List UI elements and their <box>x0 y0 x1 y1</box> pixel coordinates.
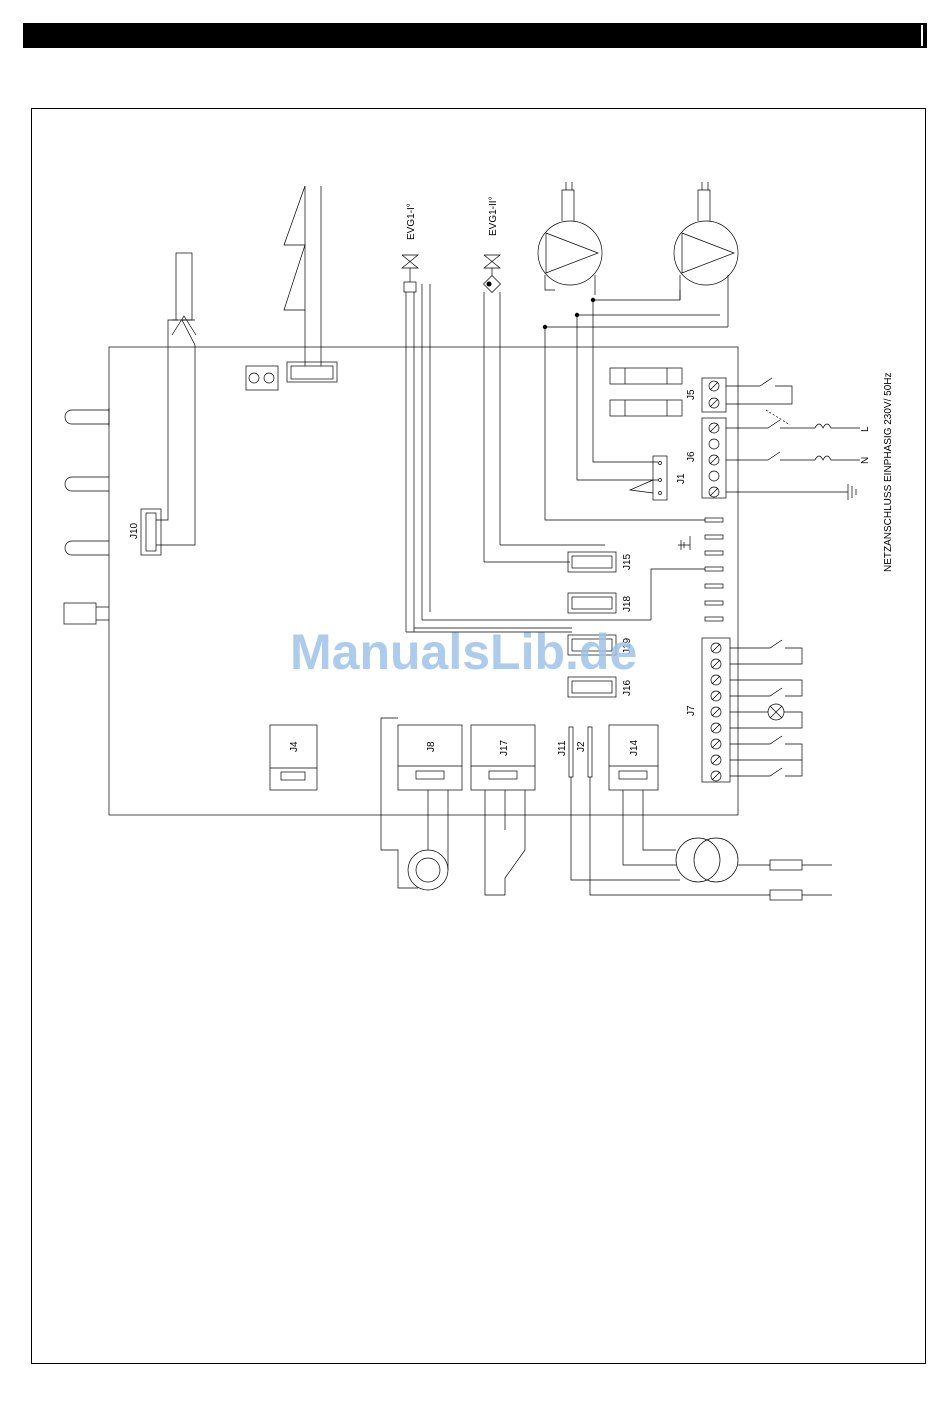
watermark: ManualsLib.de <box>290 622 670 682</box>
label-j5: J5 <box>686 389 697 400</box>
label-j1: J1 <box>676 473 687 484</box>
valves <box>402 255 605 632</box>
j1-relay <box>630 456 667 500</box>
label-j11: J11 <box>557 740 568 756</box>
j10-connector <box>141 253 196 555</box>
label-j18: J18 <box>622 595 633 612</box>
pressure-switch <box>485 790 525 895</box>
label-j4: J4 <box>289 741 300 752</box>
top-terminal <box>246 186 337 390</box>
label-j15: J15 <box>622 553 633 570</box>
label-j8: J8 <box>426 741 437 752</box>
label-evg2: EVG1-II° <box>488 196 499 236</box>
label-evg1: EVG1-I° <box>406 203 417 240</box>
pumps <box>538 182 738 520</box>
label-N: N <box>860 457 871 464</box>
bottom-connectors <box>398 725 658 790</box>
transformer <box>623 790 832 882</box>
j5-j6-terminals <box>702 378 860 500</box>
label-j2: J2 <box>576 741 587 752</box>
label-j14: J14 <box>629 739 640 756</box>
label-j7: J7 <box>686 705 697 716</box>
j7-terminal <box>702 638 802 782</box>
terminal-strip <box>570 518 723 621</box>
label-j6: J6 <box>686 451 697 462</box>
control-board <box>109 347 738 815</box>
j4-connector <box>270 725 317 790</box>
label-j10: J10 <box>129 522 140 539</box>
label-L: L <box>860 426 871 432</box>
fuses <box>610 368 682 416</box>
left-sensors <box>64 408 109 624</box>
fan <box>381 718 448 890</box>
junction-dots <box>487 282 596 330</box>
label-netz: NETZANSCHLUSS EINPHASIG 230V/ 50Hz <box>883 372 894 572</box>
label-j17: J17 <box>499 739 510 756</box>
